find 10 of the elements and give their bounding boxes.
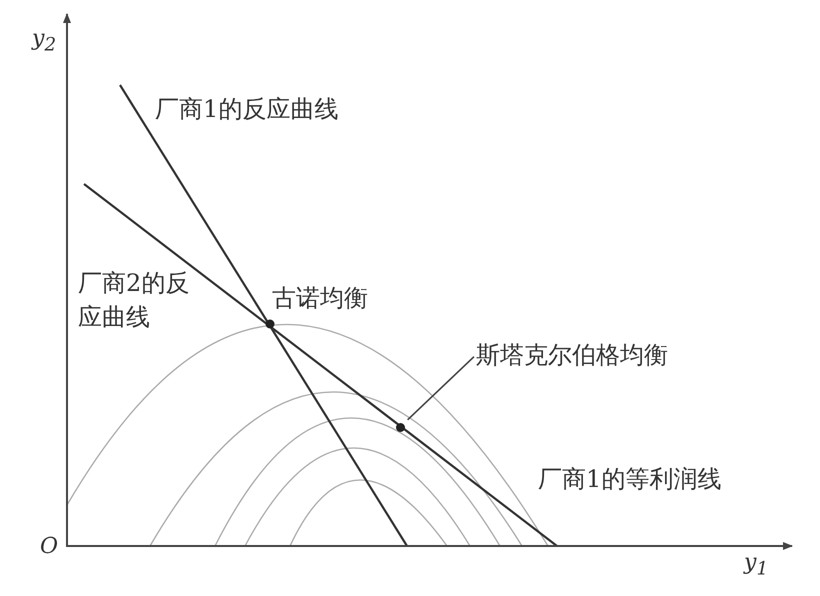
equilibrium-dot [396,422,404,432]
equilibrium-label: 斯塔克尔伯格均衡 [476,338,668,372]
leader-line [407,356,475,420]
axis-label: y$_{1}$ [744,549,768,582]
origin-label: O [40,533,58,561]
curve-label: 厂商2的反应曲线 [78,268,190,333]
curve-label: 厂商1的反应曲线 [155,94,338,125]
curve-label: 厂商1的等利润线 [538,464,722,495]
equilibrium-label: 古诺均衡 [272,283,368,314]
axis-label: y$_{2}$ [32,25,56,58]
